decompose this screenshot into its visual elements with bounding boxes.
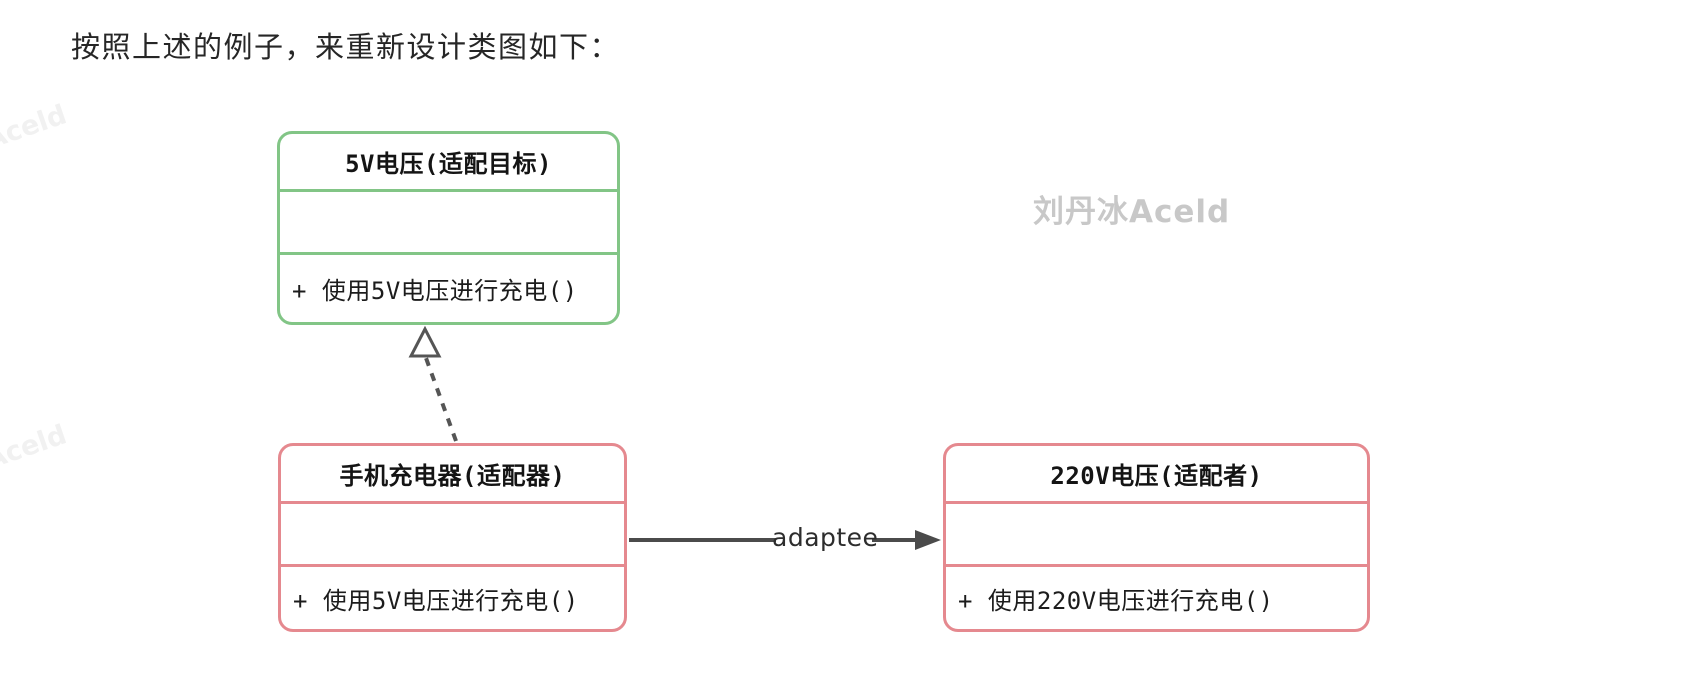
association-arrowhead-icon (915, 530, 941, 550)
watermark-author: 刘丹冰Aceld (1033, 194, 1231, 230)
class-target-method: + 使用5V电压进行充电() (292, 277, 578, 305)
watermark-aceld-top: Aceld (0, 99, 71, 156)
class-adapter: 手机充电器(适配器) + 使用5V电压进行充电() (278, 443, 627, 632)
class-target: 5V电压(适配目标) + 使用5V电压进行充电() (277, 131, 620, 325)
class-adaptee-method: + 使用220V电压进行充电() (958, 586, 1274, 615)
class-adaptee-title: 220V电压(适配者) (946, 446, 1367, 504)
class-adaptee-attributes (946, 504, 1367, 567)
realization-edge (424, 357, 458, 442)
class-adapter-attributes (281, 504, 624, 567)
class-adapter-method: + 使用5V电压进行充电() (293, 586, 579, 615)
association-label: adaptee (772, 523, 879, 552)
watermark-aceld-middle: Aceld (0, 419, 71, 476)
class-target-title: 5V电压(适配目标) (280, 134, 617, 192)
realization-triangle-icon (408, 325, 442, 358)
class-adaptee: 220V电压(适配者) + 使用220V电压进行充电() (943, 443, 1370, 632)
class-adapter-title: 手机充电器(适配器) (281, 446, 624, 504)
page-title: 按照上述的例子，来重新设计类图如下： (71, 30, 621, 64)
class-target-attributes (280, 192, 617, 255)
